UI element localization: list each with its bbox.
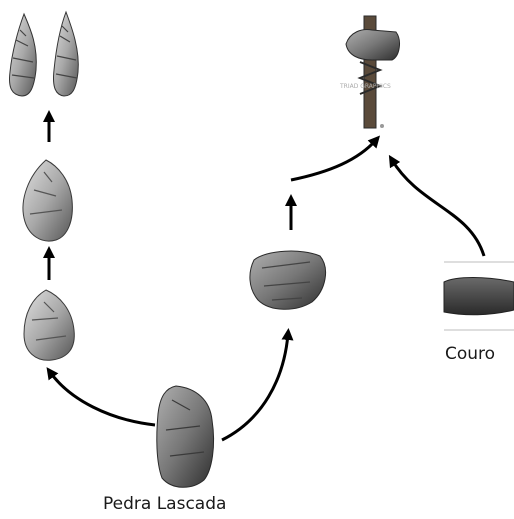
arrow-stone-to-flake: [50, 372, 155, 425]
stone-scraper-icon: [250, 251, 326, 309]
arrow-stone-to-scraper: [222, 334, 288, 440]
label-couro: Couro: [445, 344, 495, 364]
stone-biface-icon: [23, 160, 72, 241]
stone-points-icon: [10, 12, 79, 96]
arrow-leather-to-axe: [392, 160, 484, 256]
leather-strip-icon: [444, 262, 514, 330]
hafted-stone-axe-icon: TRIAD GRAPHICS: [339, 16, 399, 128]
arrow-scraper-to-axe: [291, 140, 376, 180]
label-pedra-lascada: Pedra Lascada: [103, 494, 226, 514]
axe-watermark: TRIAD GRAPHICS: [339, 83, 391, 90]
raw-flint-core-icon: [157, 386, 214, 487]
stone-flake-icon: [24, 290, 74, 360]
